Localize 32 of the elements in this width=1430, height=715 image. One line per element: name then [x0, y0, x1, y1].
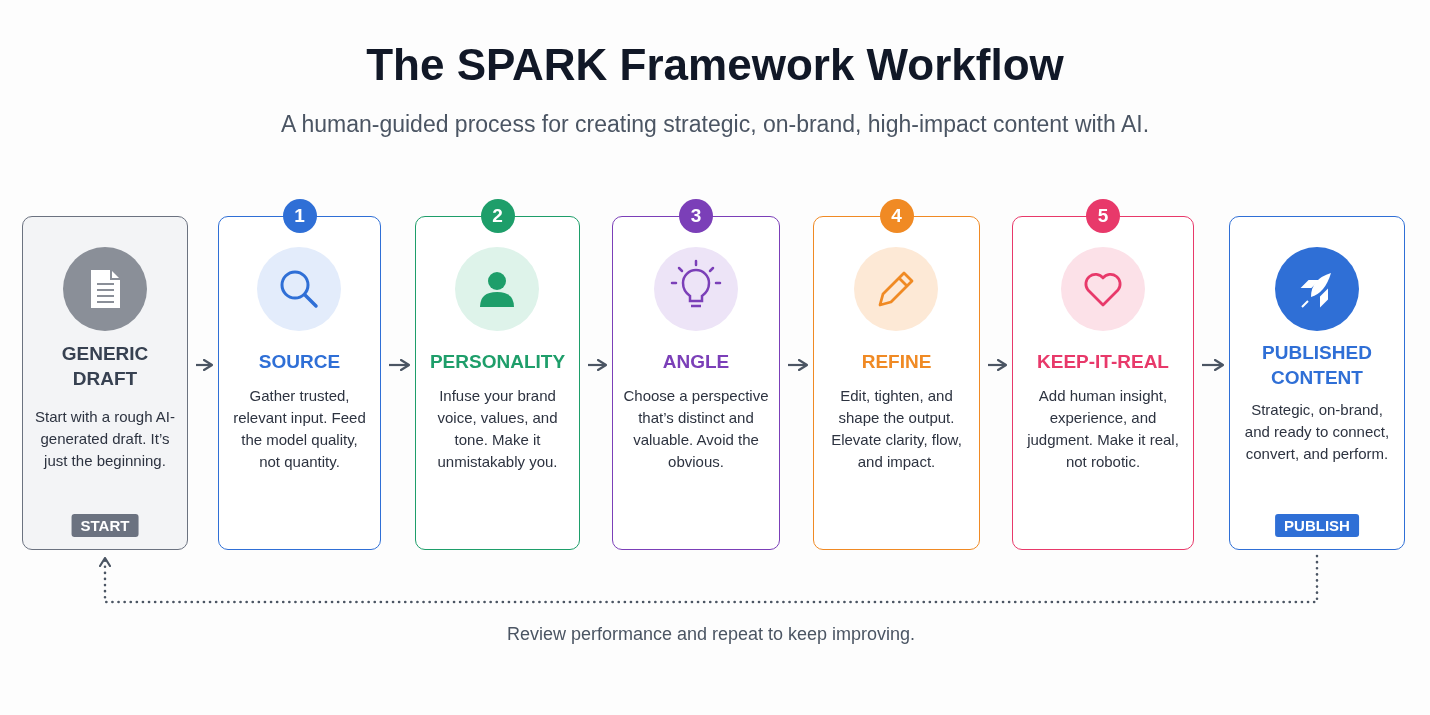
step-description: Edit, tighten, and shape the output. Elevate clarity, flow, and impact.	[830, 386, 963, 472]
step-title: PERSONALITY	[428, 350, 567, 374]
status-tag: PUBLISH	[1275, 514, 1359, 537]
arrow	[588, 358, 608, 372]
step-title: KEEP-IT-REAL	[1036, 350, 1170, 374]
step-card	[22, 216, 188, 550]
step-description: Add human insight, experience, and judgment. Make it real, not robotic.	[1026, 386, 1180, 472]
step-number: 3	[679, 199, 713, 233]
step-number: 4	[879, 199, 914, 233]
step-card	[1229, 216, 1405, 550]
arrow	[988, 358, 1008, 372]
arrow	[788, 358, 809, 372]
arrow	[1202, 358, 1225, 372]
step-description: Start with a rough AI-generated draft. It’s just the beginning.	[33, 407, 177, 471]
step-title: SOURCE	[257, 350, 342, 374]
dotted-arrow	[98, 554, 1319, 604]
step-number: 5	[1086, 199, 1120, 233]
step-description: Choose a perspective that’s distinct and valuable. Avoid the obvious.	[623, 386, 769, 472]
step-title: ANGLE	[661, 350, 731, 374]
arrow	[196, 358, 214, 372]
step-title: REFINE	[860, 350, 933, 374]
status-tag: START	[71, 514, 139, 537]
step-number: 1	[282, 199, 317, 233]
diagram-title: The SPARK Framework Workflow	[365, 40, 1065, 90]
step-number: 2	[480, 199, 515, 233]
step-description: Strategic, on-brand, and ready to connect, convert, and perform.	[1243, 400, 1391, 464]
step-title: PUBLISHED CONTENT	[1261, 341, 1373, 390]
step-description: Gather trusted, relevant input. Feed the model quality, not quantity.	[232, 386, 367, 472]
step-title: GENERIC DRAFT	[60, 342, 150, 391]
step-description: Infuse your brand voice, values, and tone. Make it unmistakably you.	[436, 386, 559, 472]
arrow	[389, 358, 411, 372]
diagram-subtitle: A human-guided process for creating strategic, on-brand, high-impact content with AI.	[279, 111, 1151, 138]
